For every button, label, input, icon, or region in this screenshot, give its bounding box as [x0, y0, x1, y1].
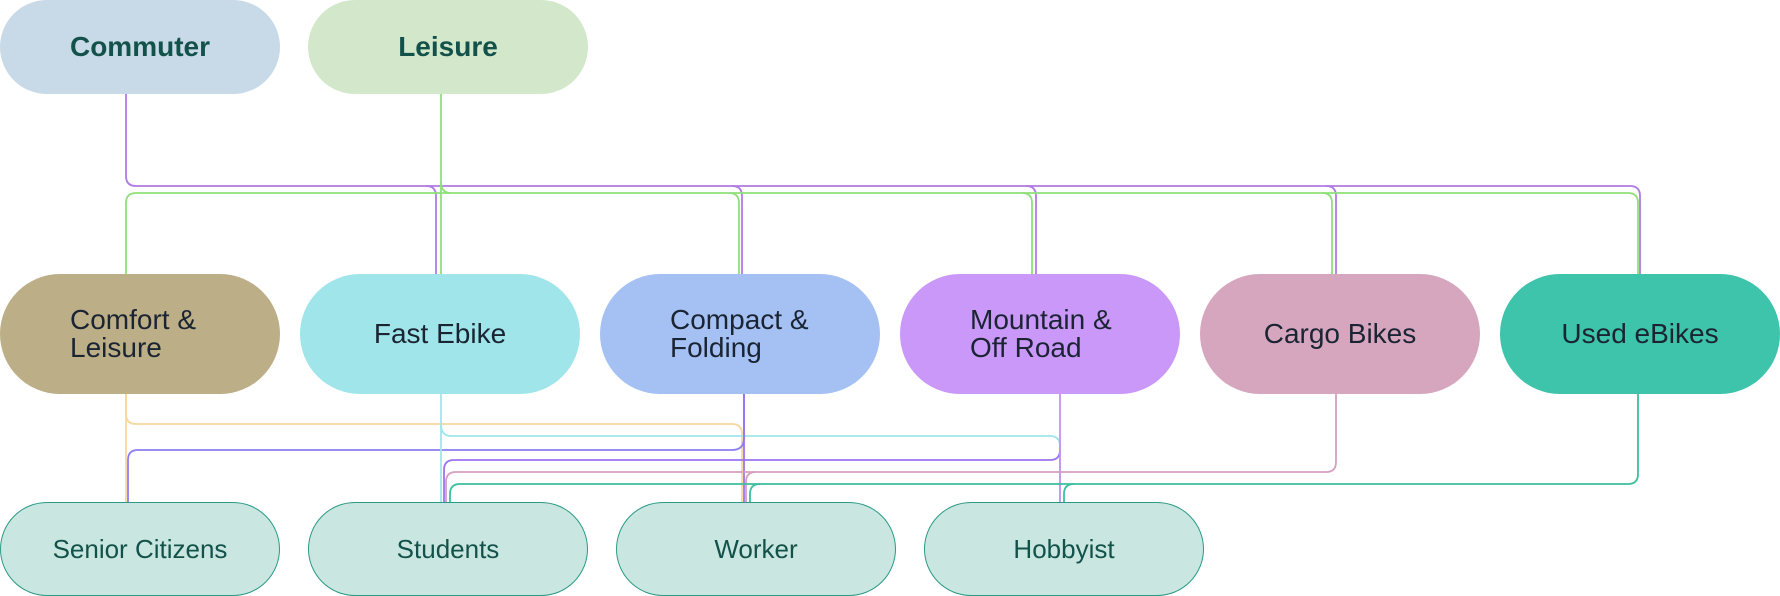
- node-comfort-leisure: Comfort & Leisure: [0, 274, 280, 394]
- node-label: Senior Citizens: [52, 533, 228, 564]
- node-leisure: Leisure: [308, 0, 588, 94]
- edge-cargo-worker: [745, 471, 757, 502]
- edge-leisure-compact: [728, 192, 740, 274]
- edge-leisure-mountain: [1021, 192, 1033, 274]
- node-compact-folding: Compact & Folding: [600, 274, 880, 394]
- node-label: Compact & Folding: [670, 304, 809, 363]
- node-label: Mountain & Off Road: [970, 304, 1112, 363]
- node-fast-ebike: Fast Ebike: [300, 274, 580, 394]
- node-label: Leisure: [398, 31, 498, 62]
- edge-compact-senior: [127, 394, 745, 502]
- node-label: Students: [396, 533, 500, 564]
- edge-commuter-bus: [125, 94, 1641, 274]
- edge-used-worker: [749, 483, 761, 502]
- node-worker: Worker: [616, 502, 896, 596]
- node-commuter: Commuter: [0, 0, 280, 94]
- node-used-ebikes: Used eBikes: [1500, 274, 1780, 394]
- edge-leisure-cargo: [1321, 192, 1333, 274]
- node-students: Students: [308, 502, 588, 596]
- edge-mountain-students: [443, 449, 1061, 502]
- node-label: Worker: [714, 533, 798, 564]
- edge-used-students: [449, 394, 1639, 502]
- node-label: Used eBikes: [1561, 318, 1719, 349]
- node-label: Commuter: [69, 31, 210, 62]
- node-label: Comfort & Leisure: [70, 304, 197, 363]
- node-mountain-off-road: Mountain & Off Road: [900, 274, 1180, 394]
- edge-commuter-mountain: [1025, 185, 1037, 274]
- node-senior-citizens: Senior Citizens: [0, 502, 280, 596]
- edge-used-hobbyist: [1063, 483, 1075, 502]
- edge-comfort-worker: [125, 394, 743, 502]
- node-label: Cargo Bikes: [1263, 318, 1417, 349]
- edge-cargo-students: [445, 394, 1337, 502]
- edge-group: [125, 94, 1641, 502]
- edge-leisure-split: [440, 181, 452, 194]
- edge-leisure-bus: [125, 192, 1639, 274]
- node-cargo-bikes: Cargo Bikes: [1200, 274, 1480, 394]
- edge-commuter-cargo: [1325, 185, 1337, 274]
- node-label: Hobbyist: [1013, 533, 1115, 564]
- node-hobbyist: Hobbyist: [924, 502, 1204, 596]
- edge-commuter-compact: [731, 185, 743, 274]
- edge-commuter-fast: [425, 185, 437, 274]
- node-label: Fast Ebike: [373, 318, 507, 349]
